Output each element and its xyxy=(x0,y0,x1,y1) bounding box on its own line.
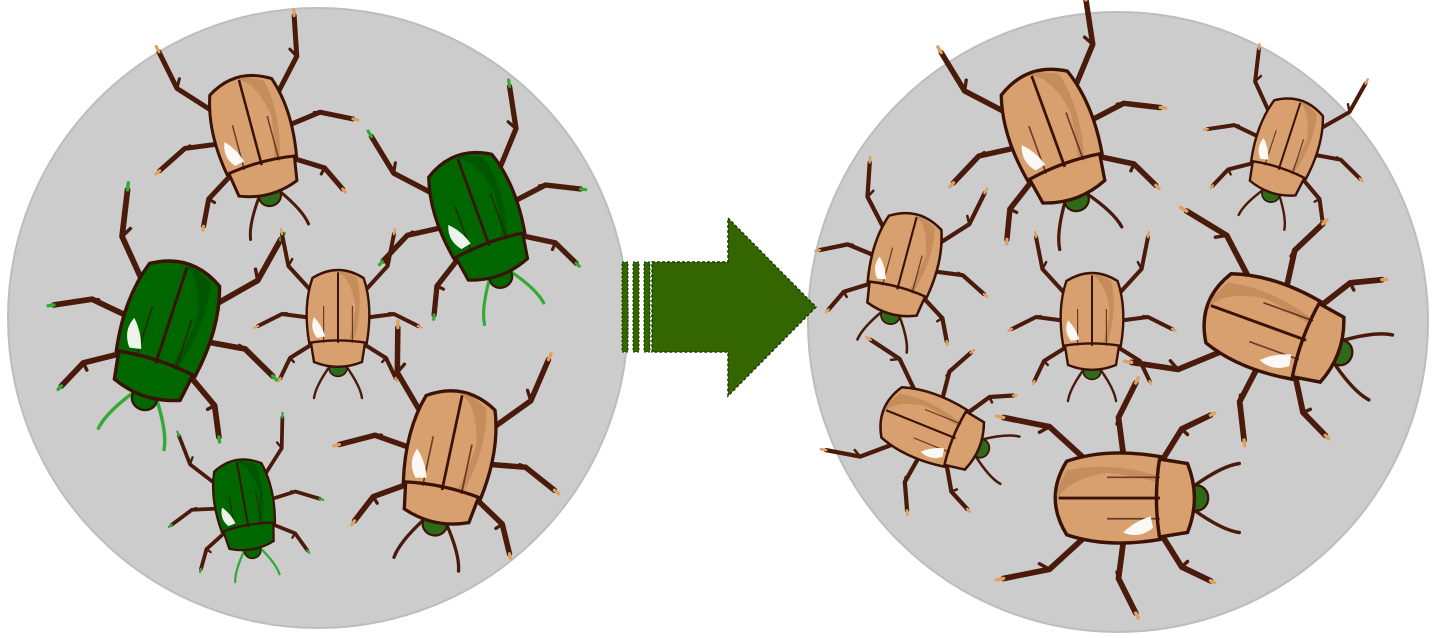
beetle-foot xyxy=(396,378,397,381)
beetle-foot xyxy=(580,187,585,191)
arrow-stripe xyxy=(622,262,628,352)
beetle-foot xyxy=(202,226,205,230)
beetle-foot xyxy=(1033,381,1034,384)
beetle-foot xyxy=(1136,613,1139,618)
beetle-foot xyxy=(1013,394,1017,397)
beetle-foot xyxy=(282,413,284,418)
beetle-leg-spur xyxy=(282,313,287,314)
beetle-leg-spur xyxy=(192,508,196,510)
beetle-foot xyxy=(1008,329,1012,331)
beetle-foot xyxy=(320,498,324,500)
beetle-foot xyxy=(1258,44,1260,49)
beetle-foot xyxy=(418,326,422,328)
beetle-foot xyxy=(254,326,258,328)
beetle-foot xyxy=(938,46,941,53)
beetle-foot xyxy=(1005,239,1008,244)
beetle-foot xyxy=(394,229,395,234)
beetle-foot xyxy=(1204,128,1208,131)
arrow-stripe xyxy=(633,262,639,352)
beetle-foot xyxy=(906,510,909,514)
beetle-leg-spur xyxy=(1117,102,1123,105)
beetle-foot xyxy=(1150,381,1151,384)
beetle-thorax xyxy=(311,339,365,367)
beetle-foot xyxy=(1365,79,1367,84)
beetle-leg-spur xyxy=(1143,316,1148,317)
beetle-leg-spur xyxy=(1117,572,1118,579)
beetle-foot xyxy=(432,315,435,319)
beetle-leg-spur xyxy=(291,491,295,493)
beetle-foot xyxy=(1160,106,1165,110)
beetle-foot xyxy=(1035,232,1036,237)
beetle-leg-spur xyxy=(904,477,907,482)
beetle-foot xyxy=(353,118,358,121)
beetle-foot xyxy=(1148,232,1149,237)
beetle-foot xyxy=(334,443,339,446)
beetle-foot xyxy=(1211,413,1215,415)
beetle-leg-spur xyxy=(389,313,394,314)
beetle-leg-spur xyxy=(1117,418,1118,425)
beetle-foot xyxy=(218,437,221,442)
beetle-foot xyxy=(126,183,129,190)
beetle-foot xyxy=(509,554,512,558)
beetle-leg-spur xyxy=(539,184,545,187)
beetle-foot xyxy=(946,341,948,344)
beetle-foot xyxy=(200,569,202,572)
beetle-foot xyxy=(869,157,871,162)
beetle-leg-spur xyxy=(1234,124,1239,126)
beetle-foot xyxy=(1211,581,1215,583)
beetle-thorax xyxy=(1065,342,1119,370)
beetle-leg-spur xyxy=(92,298,99,301)
beetle-foot xyxy=(48,303,54,307)
beetle-leg-spur xyxy=(1238,395,1242,402)
beetle-foot xyxy=(1172,329,1176,331)
right-arrow-icon xyxy=(622,218,816,396)
beetle-foot xyxy=(279,378,280,381)
beetle-leg-spur xyxy=(375,434,381,437)
beetle-foot xyxy=(1242,440,1246,446)
arrow-body xyxy=(652,218,816,396)
beetle-foot xyxy=(997,416,1004,417)
beetle-leg-spur xyxy=(848,243,853,245)
beetle-foot xyxy=(281,229,282,234)
beetle-foot xyxy=(1125,360,1132,364)
beetle-foot xyxy=(997,579,1004,580)
arrow-stripe xyxy=(644,262,650,352)
beetle-leg-spur xyxy=(1036,316,1041,317)
beetle-foot xyxy=(397,321,400,328)
beetle-foot xyxy=(1382,278,1387,281)
beetle-foot xyxy=(816,249,820,252)
beetle-leg-spur xyxy=(314,111,320,114)
beetle-foot xyxy=(1136,378,1139,383)
beetle-foot xyxy=(507,80,510,86)
beetle-foot xyxy=(293,10,296,16)
beetle-thorax xyxy=(1155,459,1195,537)
